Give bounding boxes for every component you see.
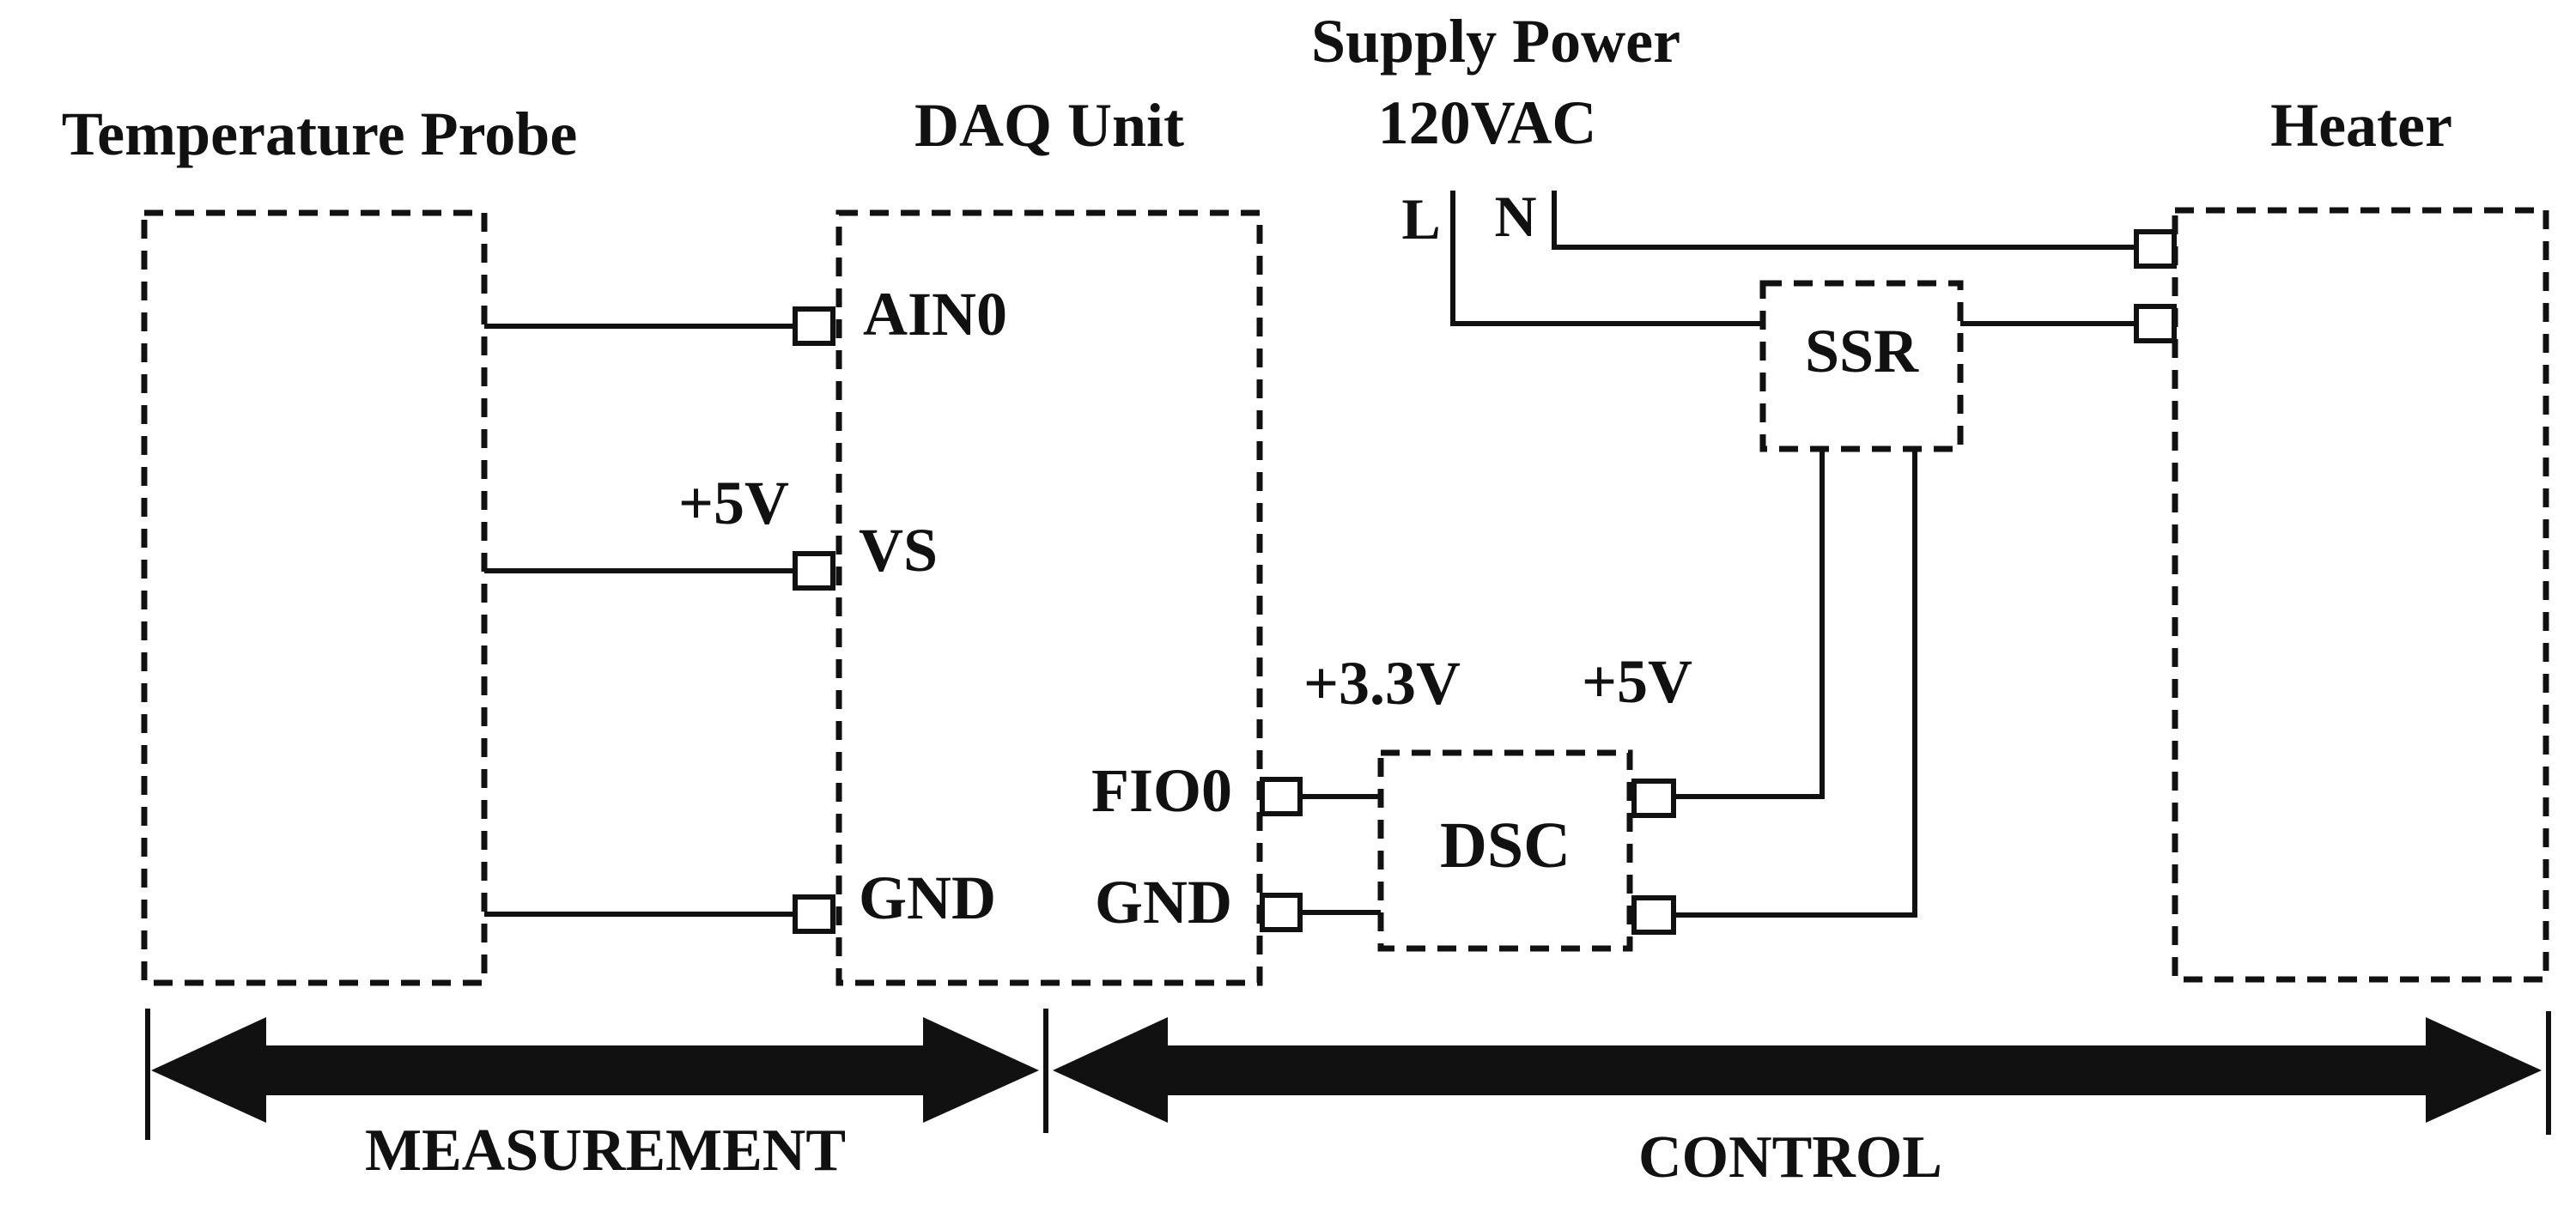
- heater-box: [2172, 207, 2549, 983]
- heater-pin-neutral: [2134, 229, 2177, 269]
- measurement-section-label: MEASUREMENT: [365, 1118, 846, 1184]
- gnd-pin-left: [793, 894, 835, 934]
- dsc-output-voltage: +5V: [1582, 647, 1692, 716]
- neutral-label: N: [1494, 184, 1536, 249]
- dsc-output-pin-bottom: [1631, 895, 1676, 935]
- supply-voltage-label: 120VAC: [1378, 88, 1597, 157]
- dsc-to-ssr-wire-2: [1674, 449, 1917, 918]
- ain0-pin: [793, 306, 835, 346]
- ssr-box: [1759, 280, 1964, 452]
- supply-power-title: Supply Power: [1311, 7, 1680, 76]
- dsc-output-pin-top: [1631, 779, 1676, 818]
- gnd-pin-right: [1260, 893, 1303, 932]
- temperature-probe-title: Temperature Probe: [62, 100, 578, 168]
- line-wire: [1450, 191, 1763, 326]
- dsc-label: DSC: [1440, 809, 1571, 882]
- daq-unit-box: [835, 209, 1263, 986]
- daq-unit-title: DAQ Unit: [914, 91, 1184, 160]
- control-section-label: CONTROL: [1638, 1124, 1942, 1191]
- fio0-label: FIO0: [1091, 756, 1232, 825]
- ssr-label: SSR: [1805, 317, 1919, 385]
- dsc-to-ssr-wire-1: [1674, 449, 1825, 799]
- gnd-label-right: GND: [1095, 868, 1232, 936]
- vs-label: VS: [859, 516, 938, 585]
- ain0-label: AIN0: [863, 280, 1007, 348]
- gnd-label-left: GND: [859, 864, 996, 932]
- neutral-wire: [1552, 191, 2136, 250]
- dsc-box: [1377, 749, 1633, 952]
- heater-title: Heater: [2270, 91, 2452, 160]
- control-arrow: [1053, 1017, 2542, 1123]
- line-label: L: [1401, 186, 1440, 252]
- temperature-probe-box: [141, 209, 488, 986]
- dsc-input-voltage: +3.3V: [1303, 649, 1461, 718]
- vs-pin: [793, 551, 835, 591]
- fio0-pin: [1260, 777, 1303, 816]
- heater-pin-line: [2134, 304, 2177, 343]
- measurement-arrow: [151, 1017, 1039, 1123]
- vs-supply-label: +5V: [678, 469, 789, 537]
